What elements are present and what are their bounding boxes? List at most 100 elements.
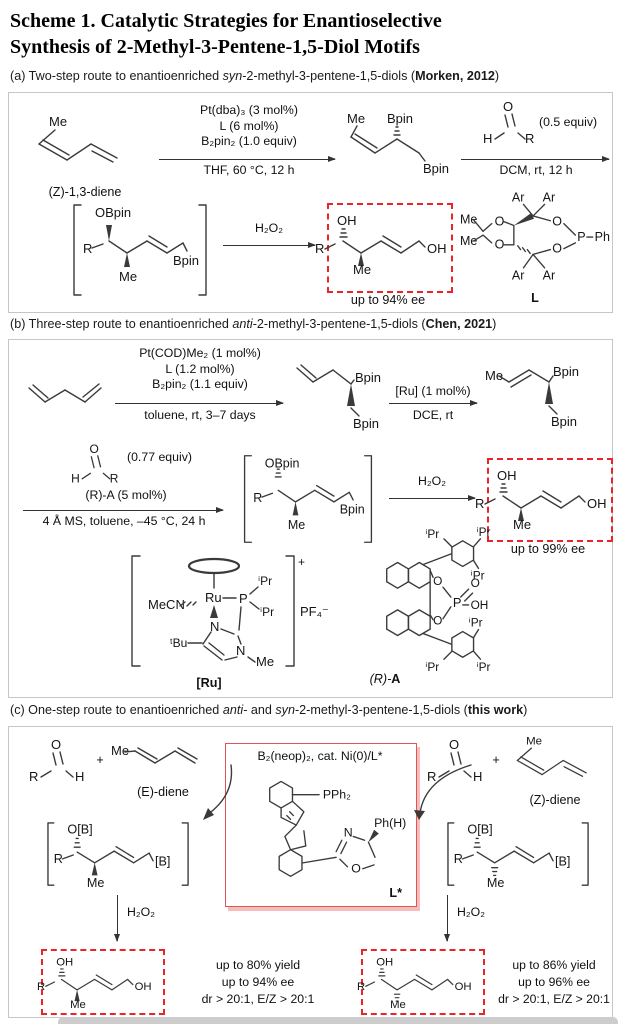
boronate-intermediate-structure: O[B] R Me [B] bbox=[447, 822, 589, 890]
svg-text:ᵗBu: ᵗBu bbox=[170, 636, 187, 650]
panel-b: Pt(COD)Me₂ (1 mol%) L (1.2 mol%) B₂pin₂ … bbox=[8, 339, 613, 698]
svg-text:Me: Me bbox=[87, 876, 105, 890]
cation-charge: + bbox=[298, 555, 305, 569]
scheme-title: Scheme 1. Catalytic Strategies for Enant… bbox=[10, 8, 615, 60]
svg-text:O: O bbox=[351, 862, 361, 876]
scheme-title-line2: Synthesis of 2-Methyl-3-Pentene-1,5-Diol… bbox=[10, 36, 420, 58]
e-diene-label: (E)-diene bbox=[137, 785, 189, 799]
svg-text:Bpin: Bpin bbox=[340, 502, 365, 516]
svg-text:O: O bbox=[495, 215, 505, 229]
z-diene-structure: Me bbox=[516, 736, 587, 777]
svg-text:O: O bbox=[449, 737, 459, 752]
product-highlight-box bbox=[361, 949, 485, 1015]
ru-catalyst-loading: [Ru] (1 mol%) bbox=[395, 384, 471, 398]
caption-c-ref: this work bbox=[467, 703, 524, 717]
scheme-title-line1: Scheme 1. Catalytic Strategies for Enant… bbox=[10, 10, 442, 32]
step1-conditions: Pt(COD)Me₂ (1 mol%) L (1.2 mol%) B₂pin₂ … bbox=[139, 346, 261, 391]
ru-catalyst-label: [Ru] bbox=[196, 676, 222, 690]
acid-catalyst-label: (R)-A bbox=[369, 672, 401, 686]
svg-text:R: R bbox=[29, 769, 38, 784]
syn-diol-product-structure: OH R Me OH bbox=[357, 956, 472, 1011]
reaction-arrow bbox=[23, 506, 224, 513]
svg-text:MeCN: MeCN bbox=[148, 597, 185, 612]
svg-text:OH: OH bbox=[337, 213, 357, 228]
svg-text:Me: Me bbox=[526, 736, 542, 748]
svg-text:Me: Me bbox=[70, 999, 86, 1011]
oxidation-label: H₂O₂ bbox=[255, 221, 283, 235]
svg-text:H: H bbox=[71, 471, 80, 485]
step1-conditions: Pt(dba)₃ (3 mol%) L (6 mol%) B₂pin₂ (1.0… bbox=[200, 103, 298, 148]
svg-text:Bpin: Bpin bbox=[551, 414, 577, 429]
svg-text:[B]: [B] bbox=[555, 855, 570, 869]
curved-reaction-arrow bbox=[203, 764, 233, 820]
svg-text:H: H bbox=[473, 769, 482, 784]
svg-text:ⁱPr: ⁱPr bbox=[260, 605, 274, 619]
caption-b-ref: Chen, 2021 bbox=[425, 317, 493, 331]
oxidation-label: H₂O₂ bbox=[127, 905, 155, 919]
svg-text:Bpin: Bpin bbox=[387, 111, 413, 126]
caption-a-italic: syn bbox=[222, 69, 243, 83]
svg-text:PPh₂: PPh₂ bbox=[323, 787, 351, 801]
catalyst-highlight-box: B₂(neop)₂, cat. Ni(0)/L* PPh₂ N O Ph(H) bbox=[225, 743, 417, 907]
lstar-label: L* bbox=[389, 886, 402, 900]
svg-text:P: P bbox=[577, 230, 585, 244]
svg-text:Me: Me bbox=[111, 743, 129, 758]
syn-diol-product-structure: OH R Me OH bbox=[315, 213, 447, 277]
svg-text:[B]: [B] bbox=[155, 855, 170, 869]
aldehyde-equiv: (0.77 equiv) bbox=[127, 450, 192, 464]
svg-text:Me: Me bbox=[256, 654, 274, 669]
step2-solvent: DCM, rt, 12 h bbox=[499, 163, 573, 177]
reaction-arrow bbox=[115, 399, 284, 406]
counterion-label: PF₄⁻ bbox=[300, 604, 329, 619]
e-diene-structure: Me bbox=[111, 743, 198, 764]
svg-text:Me: Me bbox=[288, 518, 305, 532]
bis-bpin-terminal-alkene-structure: Bpin Bpin bbox=[296, 364, 381, 431]
product-highlight-box bbox=[487, 458, 613, 542]
left-results: up to 80% yield up to 94% ee dr > 20:1, … bbox=[201, 958, 315, 1006]
panel-a: Me (Z)-1,3-diene Pt(dba)₃ (3 mol%) L (6 … bbox=[8, 92, 613, 313]
anti-diol-product-structure: OH R Me OH bbox=[37, 956, 152, 1011]
binol-phosphoric-acid-structure: O O P O OH ⁱPr ⁱPr ⁱPr ⁱPr ⁱPr ⁱPr bbox=[386, 525, 491, 674]
svg-text:ⁱPr: ⁱPr bbox=[469, 616, 483, 630]
svg-text:R: R bbox=[427, 769, 436, 784]
svg-text:ⁱPr: ⁱPr bbox=[477, 660, 491, 674]
svg-text:O: O bbox=[89, 442, 98, 456]
svg-text:OH: OH bbox=[587, 496, 607, 511]
svg-text:Me: Me bbox=[487, 876, 505, 890]
svg-text:R: R bbox=[253, 491, 262, 505]
svg-text:OH: OH bbox=[471, 598, 489, 612]
svg-text:Bpin: Bpin bbox=[423, 161, 449, 176]
svg-text:R: R bbox=[525, 131, 534, 146]
svg-text:O: O bbox=[552, 215, 562, 229]
svg-text:R: R bbox=[54, 852, 63, 866]
caption-a-text: (a) Two-step route to enantioenriched bbox=[10, 69, 223, 83]
aldehyde-equiv: (0.5 equiv) bbox=[539, 115, 598, 129]
acid-catalyst-loading: (R)-A (5 mol%) bbox=[85, 488, 167, 502]
svg-text:OH: OH bbox=[455, 981, 472, 993]
z-diene-structure: Me bbox=[38, 114, 118, 163]
curved-reaction-arrow bbox=[414, 764, 472, 820]
panel-c: O R H + Me (E)-diene B₂(neop)₂, cat. Ni(… bbox=[8, 726, 613, 1018]
svg-text:O[B]: O[B] bbox=[67, 823, 92, 837]
ru-catalyst-structure: + PF₄⁻ Ru MeCN P ⁱPr ⁱPr N N ᵗBu Me bbox=[131, 555, 329, 669]
svg-text:R: R bbox=[83, 241, 92, 256]
svg-text:P: P bbox=[239, 591, 248, 606]
svg-text:OH: OH bbox=[376, 956, 393, 968]
reaction-arrow bbox=[223, 241, 316, 248]
catalyst-system-label: B₂(neop)₂, cat. Ni(0)/L* bbox=[257, 749, 383, 763]
bis-boronate-intermediate-structure: Me Bpin Bpin bbox=[347, 111, 449, 176]
svg-text:ⁱPr: ⁱPr bbox=[425, 527, 439, 541]
obpin-intermediate-structure: OBpin R Me Bpin bbox=[243, 455, 373, 543]
reaction-arrow bbox=[159, 155, 336, 162]
svg-text:ⁱPr: ⁱPr bbox=[477, 525, 491, 539]
svg-text:OBpin: OBpin bbox=[95, 205, 131, 220]
aldehyde-structure: O H R bbox=[483, 99, 534, 146]
svg-text:Me: Me bbox=[353, 262, 371, 277]
svg-text:R: R bbox=[110, 471, 119, 485]
svg-text:O: O bbox=[503, 99, 513, 114]
me-label: Me bbox=[49, 114, 67, 129]
svg-text:Ar: Ar bbox=[512, 191, 525, 205]
z-diene-label: (Z)-diene bbox=[529, 793, 581, 807]
svg-text:O: O bbox=[51, 737, 61, 752]
